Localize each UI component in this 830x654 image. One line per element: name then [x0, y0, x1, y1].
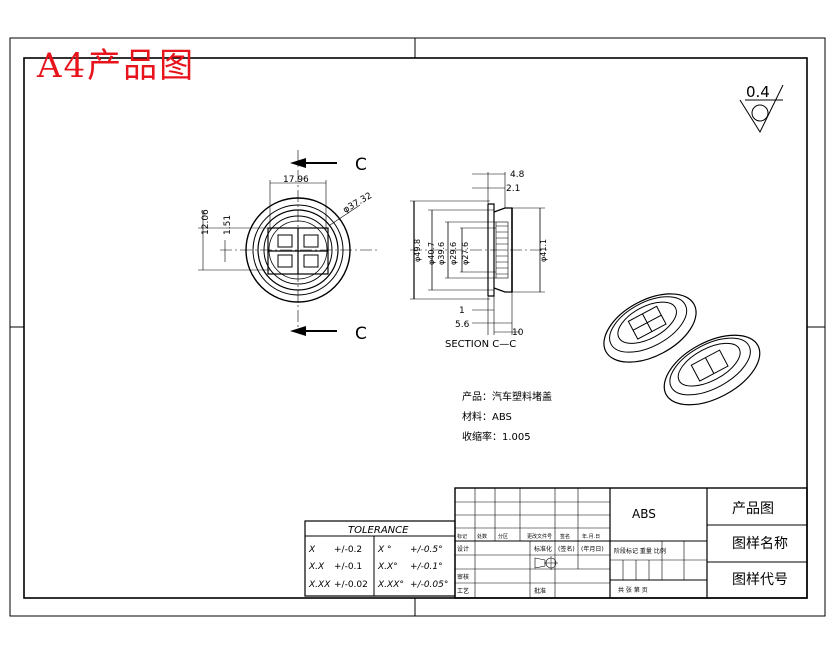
tol-row2-ang: X.X° — [377, 562, 398, 572]
dim-left-5-label: φ27.6 — [461, 242, 470, 265]
note-shrinkage: 收缩率：1.005 — [462, 430, 531, 443]
dim-bottom-1-label: 1 — [459, 306, 465, 316]
dim-left-2-label: φ40.7 — [427, 242, 436, 265]
section-caption: SECTION C—C — [445, 339, 516, 350]
rev-header-date: 年.月.日 — [582, 533, 600, 540]
roughness-value: 0.4 — [746, 83, 770, 101]
tb-code: 图样代号 — [732, 572, 788, 588]
tolerance-header: TOLERANCE — [348, 525, 409, 536]
rev-header-sign: 签名 — [560, 533, 570, 540]
tb-name-line2: 图样名称 — [732, 536, 788, 552]
dim-left-4-label: φ29.6 — [449, 242, 458, 265]
row-approve: 批准 — [534, 587, 546, 595]
projection-symbol-icon — [534, 556, 558, 570]
dim-right-label: φ41.1 — [539, 239, 548, 262]
front-view: C C 17.96 φ37.32 12.06 1.51 — [198, 150, 380, 344]
outer-frame — [9, 37, 826, 617]
tol-row3-ang: X.XX° — [377, 580, 404, 590]
dim-diameter-label: φ37.32 — [342, 191, 374, 216]
dim-width-label: 17.96 — [283, 175, 309, 185]
dim-small-label: 1.51 — [223, 215, 233, 235]
tol-row1-lin-tol: +/-0.2 — [334, 545, 362, 555]
rev-header-count: 处数 — [477, 533, 487, 540]
tol-row2-lin: X.X — [308, 562, 325, 572]
tb-material: ABS — [632, 507, 656, 521]
rev-header-doc: 更改文件号 — [527, 533, 552, 540]
row-design: 设计 — [457, 545, 469, 553]
tolerance-table: TOLERANCE X +/-0.2 X ° +/-0.5° X.X +/-0.… — [304, 520, 456, 597]
dim-height-label: 12.06 — [201, 209, 211, 235]
dim-bottom-2-label: 5.6 — [455, 320, 470, 330]
section-mark-top: C — [355, 155, 367, 175]
section-view: φ49.8 φ40.7 φ39.6 φ29.6 φ27.6 φ41.1 4.8 … — [410, 170, 550, 350]
title-block: 标记 处数 分区 更改文件号 签名 年.月.日 设计 标准化 (签名) (年月日… — [454, 487, 808, 599]
row-process: 工艺 — [457, 587, 469, 595]
tol-row2-ang-tol: +/-0.1° — [410, 562, 443, 572]
tol-row1-ang: X ° — [377, 545, 392, 555]
tol-row2-lin-tol: +/-0.1 — [334, 562, 362, 572]
row-sign: (签名) — [558, 545, 575, 553]
roughness-symbol: 0.4 — [739, 83, 784, 134]
dim-left-outer-label: φ49.8 — [413, 239, 422, 262]
tol-row1-ang-tol: +/-0.5° — [410, 545, 443, 555]
tb-name-line1: 产品图 — [732, 501, 774, 517]
tol-row3-lin-tol: +/-0.02 — [334, 580, 368, 590]
rev-header-mark: 标记 — [457, 533, 467, 540]
iso-view-bottom — [663, 334, 761, 406]
dim-bottom-3-label: 10 — [512, 328, 524, 338]
tol-row3-ang-tol: +/-0.05° — [410, 580, 448, 590]
dim-top-2-label: 2.1 — [506, 184, 520, 194]
tol-row3-lin: X.XX — [308, 580, 331, 590]
tol-row1-lin: X — [308, 545, 316, 555]
iso-view-top — [603, 293, 697, 363]
section-mark-bottom: C — [355, 324, 367, 344]
row-date: (年月日) — [581, 545, 604, 553]
tb-sheet-footer: 共 张 第 页 — [618, 586, 648, 594]
dim-left-3-label: φ39.6 — [437, 242, 446, 265]
stamp-title: A4产品图 — [37, 46, 196, 86]
row-check: 审核 — [457, 573, 469, 581]
rev-header-zone: 分区 — [498, 533, 508, 540]
note-product: 产品：汽车塑料堵盖 — [462, 390, 552, 403]
inner-frame — [23, 57, 808, 599]
tb-stage-headers: 阶段标记 重量 比例 — [614, 547, 666, 555]
dim-top-1-label: 4.8 — [510, 170, 525, 180]
note-material: 材料：ABS — [462, 410, 512, 423]
row-std: 标准化 — [534, 545, 552, 553]
